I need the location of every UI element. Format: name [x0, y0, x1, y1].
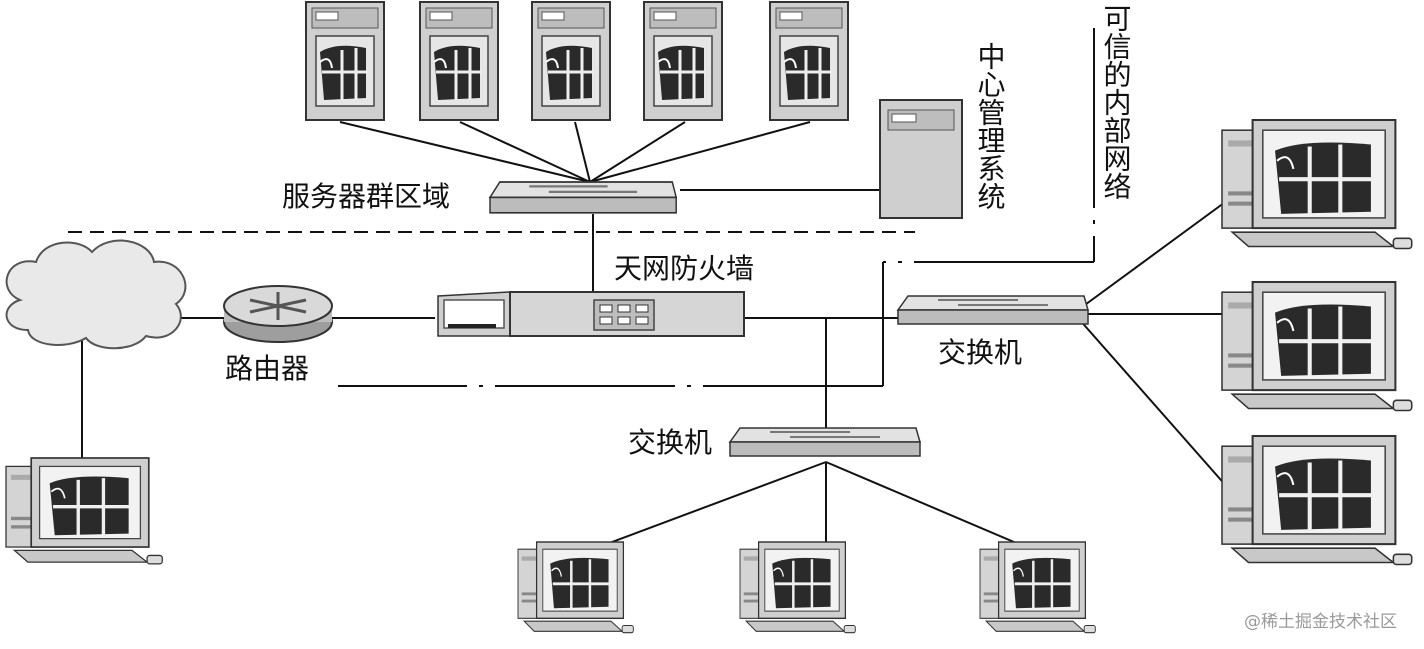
workstation-icon: [978, 540, 1097, 635]
server-tower-icon: [530, 0, 612, 122]
connection-lines: [81, 121, 1229, 549]
switch-icon-server-zone: [488, 180, 678, 214]
workstation-icon: [1222, 120, 1412, 249]
server-zone-label: 服务器群区域: [282, 180, 450, 213]
switch-icon-right: [897, 295, 1089, 325]
server-tower-icon: [768, 0, 850, 122]
server-tower-icon: [304, 0, 386, 122]
server-tower-icon: [642, 0, 724, 122]
cloud-icon: [5, 239, 187, 350]
switch-bottom-label: 交换机: [628, 426, 712, 459]
server-tower-icon: [418, 0, 500, 122]
workstation-icon: [1222, 282, 1412, 411]
watermark: @稀土掘金技术社区: [1244, 612, 1397, 632]
switch-icon-bottom: [729, 427, 921, 457]
central-management-server-icon: [879, 99, 963, 219]
workstation-icon: [1222, 436, 1412, 565]
firewall-icon: [437, 291, 745, 337]
router-label: 路由器: [225, 352, 309, 385]
workstation-icon: [516, 540, 635, 635]
trusted-intranet-label: 可信的内部网络: [1100, 4, 1133, 200]
switch-right-label: 交换机: [938, 336, 1022, 369]
workstation-icon: [4, 456, 164, 566]
firewall-label: 天网防火墙: [614, 252, 754, 285]
central-mgmt-label: 中心管理系统: [974, 42, 1007, 210]
zone-boundaries: [68, 28, 1095, 387]
router-icon: [223, 285, 333, 343]
workstation-icon: [738, 540, 857, 635]
